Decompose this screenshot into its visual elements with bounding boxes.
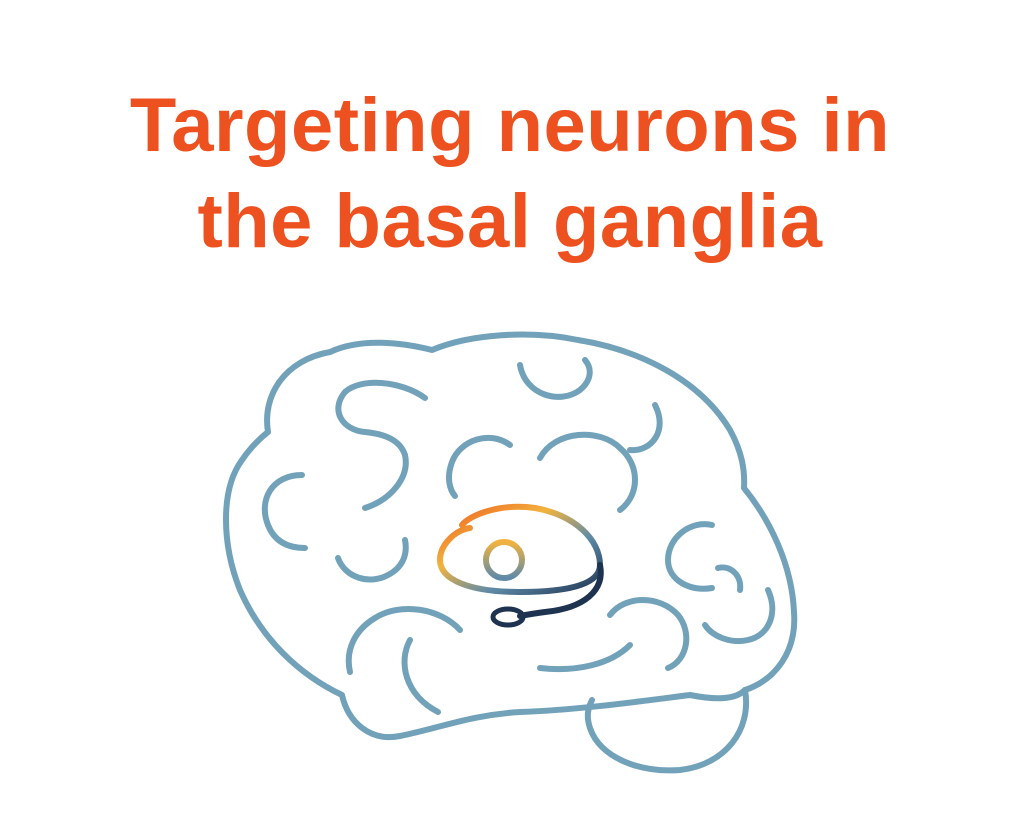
title-line-2: the basal ganglia [197, 179, 823, 264]
basal-ganglia-tail [517, 562, 604, 619]
fold [261, 472, 308, 551]
fold [715, 564, 744, 593]
fold [665, 521, 715, 592]
fold [445, 434, 513, 499]
fold [702, 587, 776, 644]
fold [517, 357, 593, 400]
brain-folds [261, 357, 776, 715]
basal-ganglia-inner-ring [483, 539, 525, 581]
basal-ganglia-loop [437, 503, 603, 595]
fold [401, 637, 441, 715]
fold [537, 642, 633, 673]
basal-ganglia-node [490, 606, 526, 628]
fold [537, 431, 638, 513]
fold [607, 597, 690, 671]
fold [627, 402, 663, 454]
cerebrum-outline [223, 331, 798, 741]
fold [345, 605, 463, 675]
basal-ganglia-icon [437, 503, 604, 628]
fold [335, 379, 428, 511]
cerebellum-outline [584, 687, 750, 774]
page-title: Targeting neurons in the basal ganglia [0, 78, 1020, 270]
title-line-1: Targeting neurons in [129, 83, 891, 168]
brain-outline [223, 331, 798, 774]
fold [335, 537, 409, 583]
